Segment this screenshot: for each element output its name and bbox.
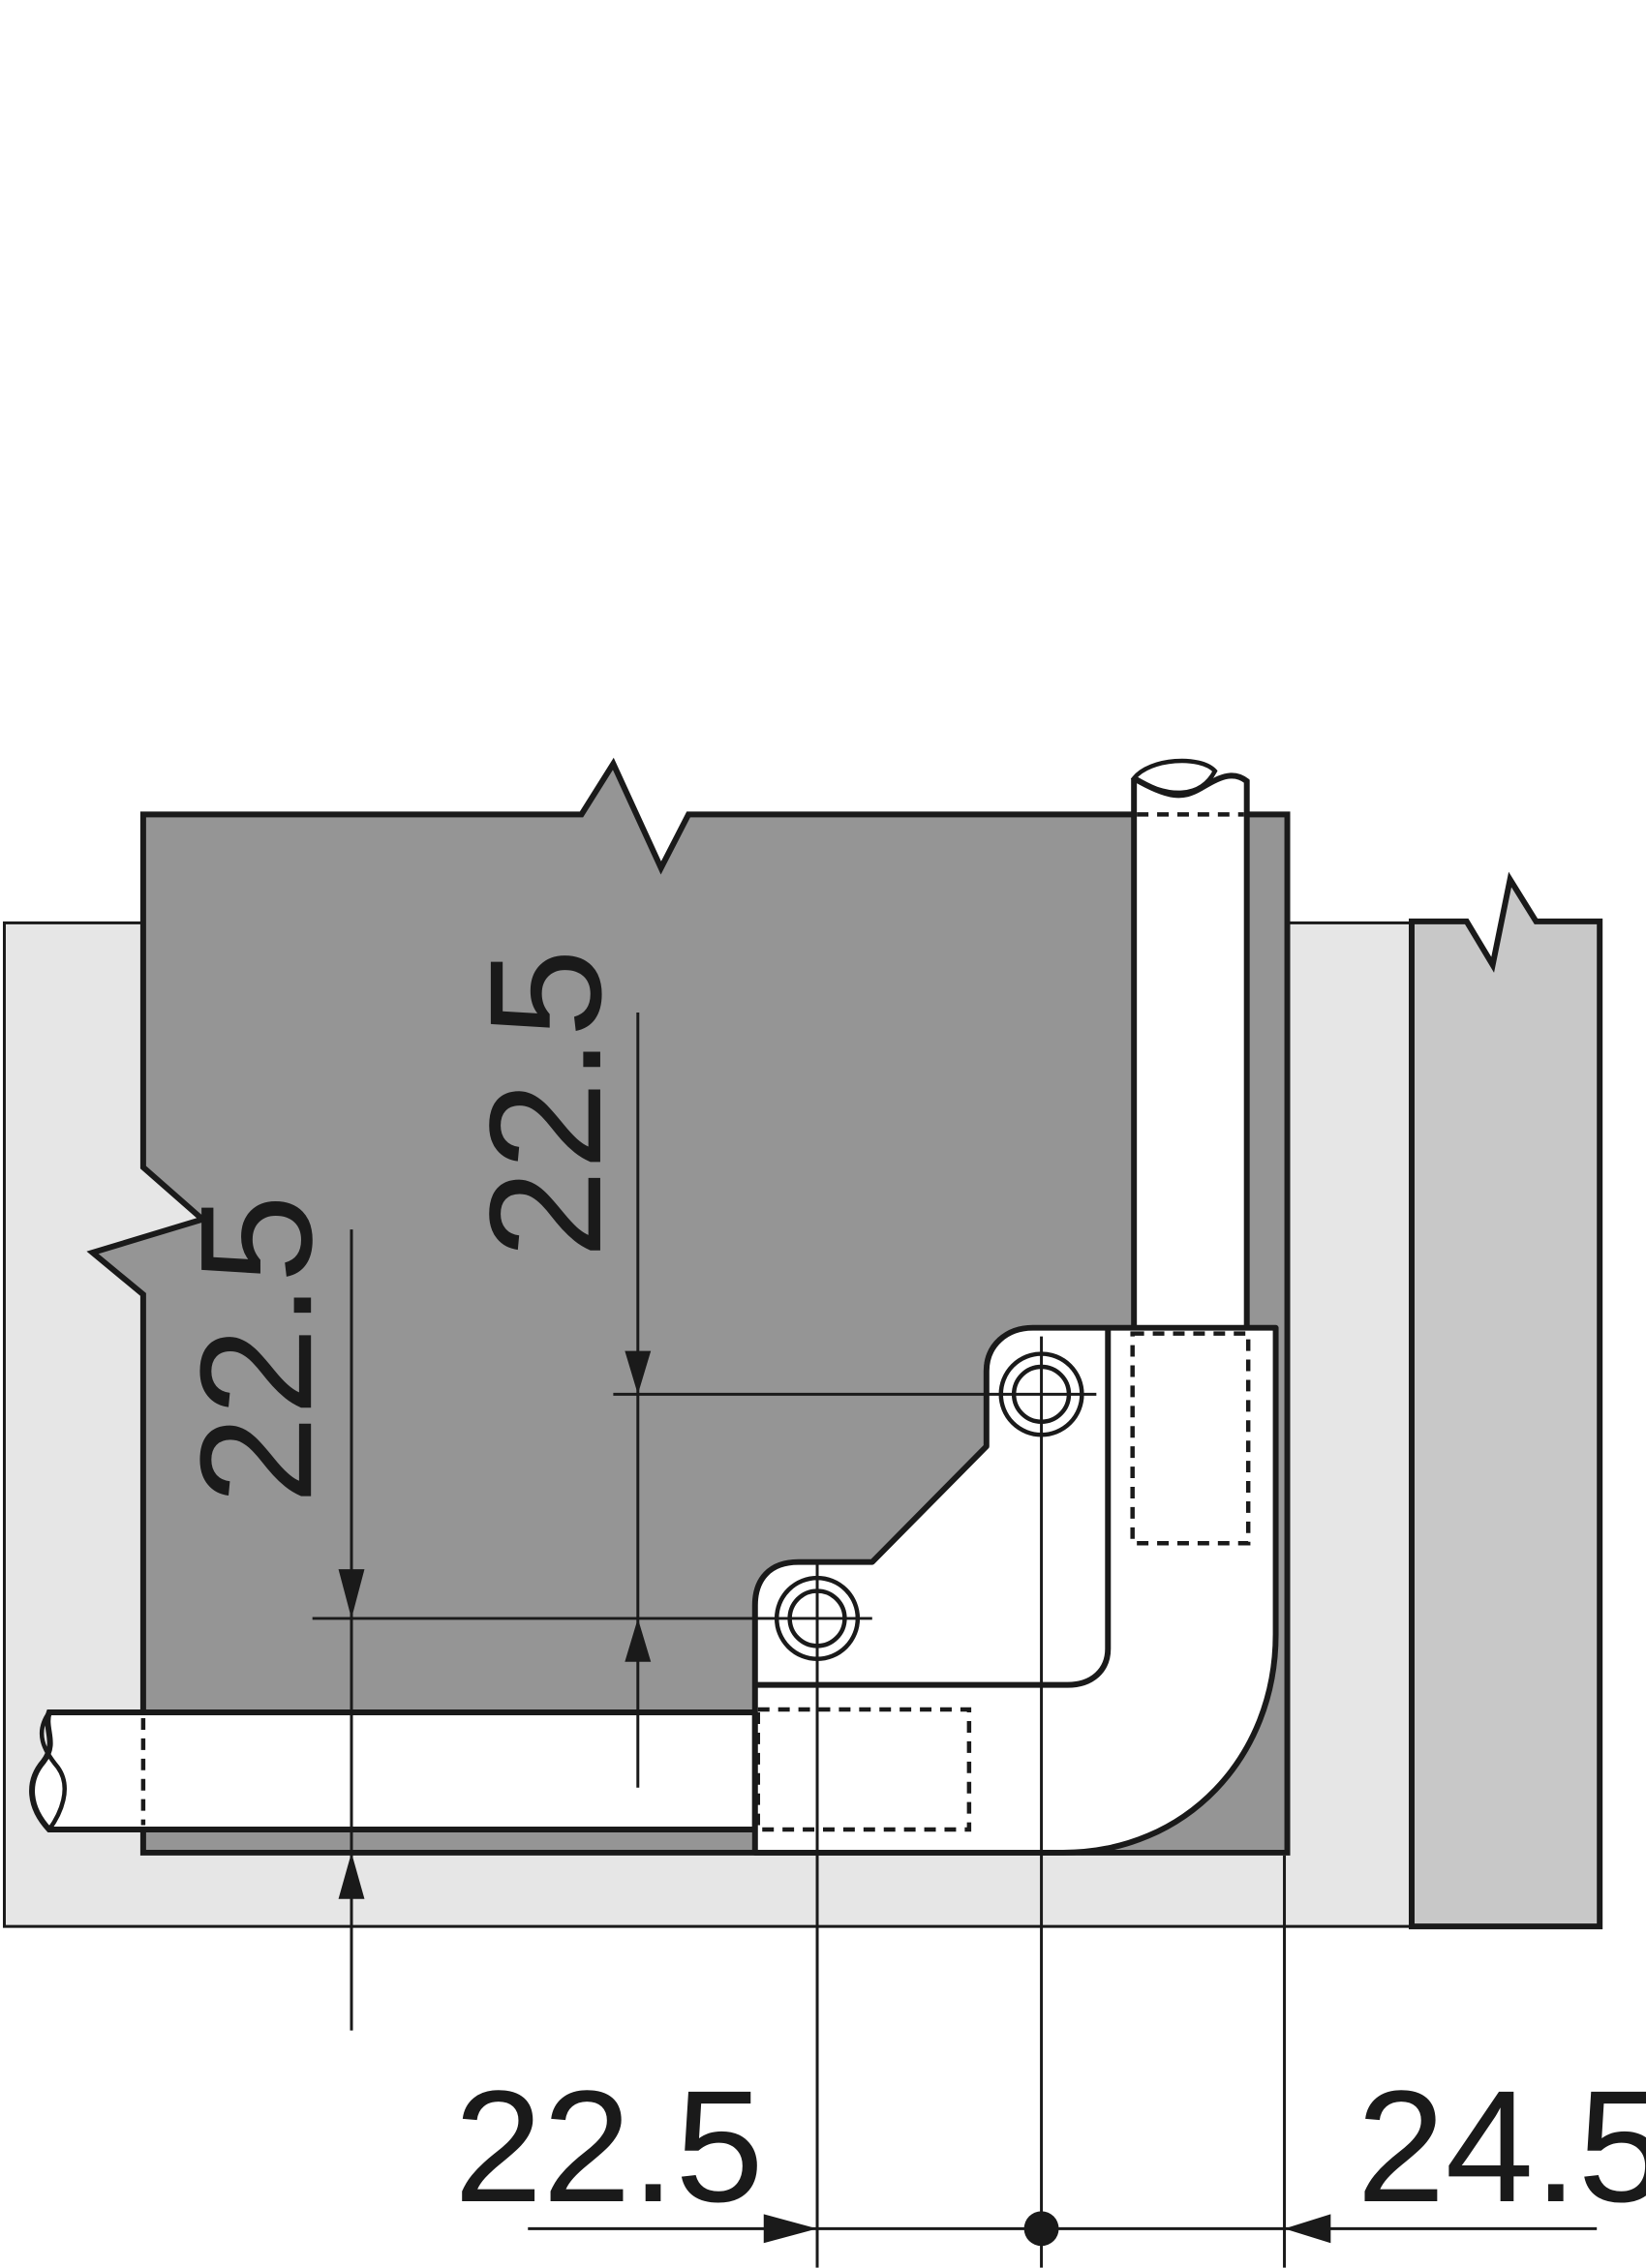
horizontal-rod-break bbox=[39, 1710, 67, 1831]
arrow-left-top bbox=[338, 1569, 365, 1618]
right-side-panel bbox=[1409, 871, 1603, 1930]
pivot-dot bbox=[1023, 2211, 1059, 2247]
horizontal-pocket-hidden bbox=[755, 1707, 972, 1832]
arrow-center-top bbox=[625, 1350, 652, 1395]
dimension-label-horizontal-left: 22.5 bbox=[454, 2057, 764, 2235]
vertical-rod-body bbox=[1131, 772, 1250, 1334]
bracket-inner-edge bbox=[754, 1327, 1112, 1688]
horizontal-rod bbox=[29, 1709, 758, 1833]
hinge-bracket bbox=[751, 1324, 1279, 1856]
arrow-bottom-right bbox=[1284, 2214, 1331, 2244]
arrow-left-bottom bbox=[338, 1852, 365, 1899]
arrow-center-bottom bbox=[625, 1618, 652, 1662]
dimension-arrows bbox=[338, 1350, 1331, 2244]
dimension-label-vertical-left: 22.5 bbox=[167, 1194, 345, 1504]
dimension-label-horizontal-right: 24.5 bbox=[1356, 2057, 1646, 2235]
arrow-bottom-left bbox=[763, 2214, 818, 2244]
dimension-label-vertical-center: 22.5 bbox=[456, 949, 634, 1258]
